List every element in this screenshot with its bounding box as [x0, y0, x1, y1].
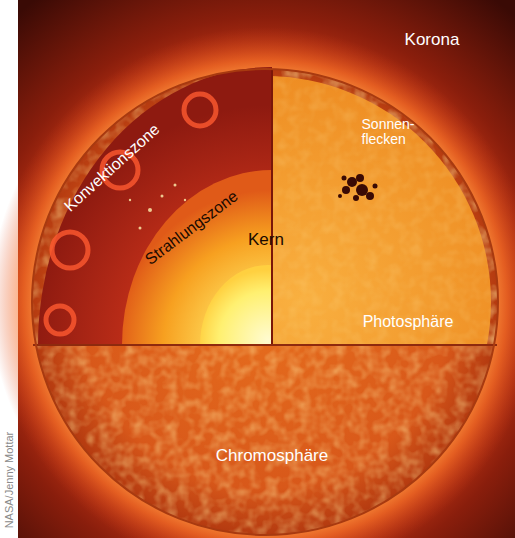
layer-label: Photosphäre — [363, 313, 454, 331]
layer-label: Chromosphäre — [216, 447, 328, 466]
layer-label: Korona — [405, 31, 460, 50]
feature-label: Sonnen- flecken — [362, 117, 415, 148]
layer-label: Kern — [248, 231, 284, 250]
credit-text: NASA/Jenny Mottar — [3, 432, 15, 529]
